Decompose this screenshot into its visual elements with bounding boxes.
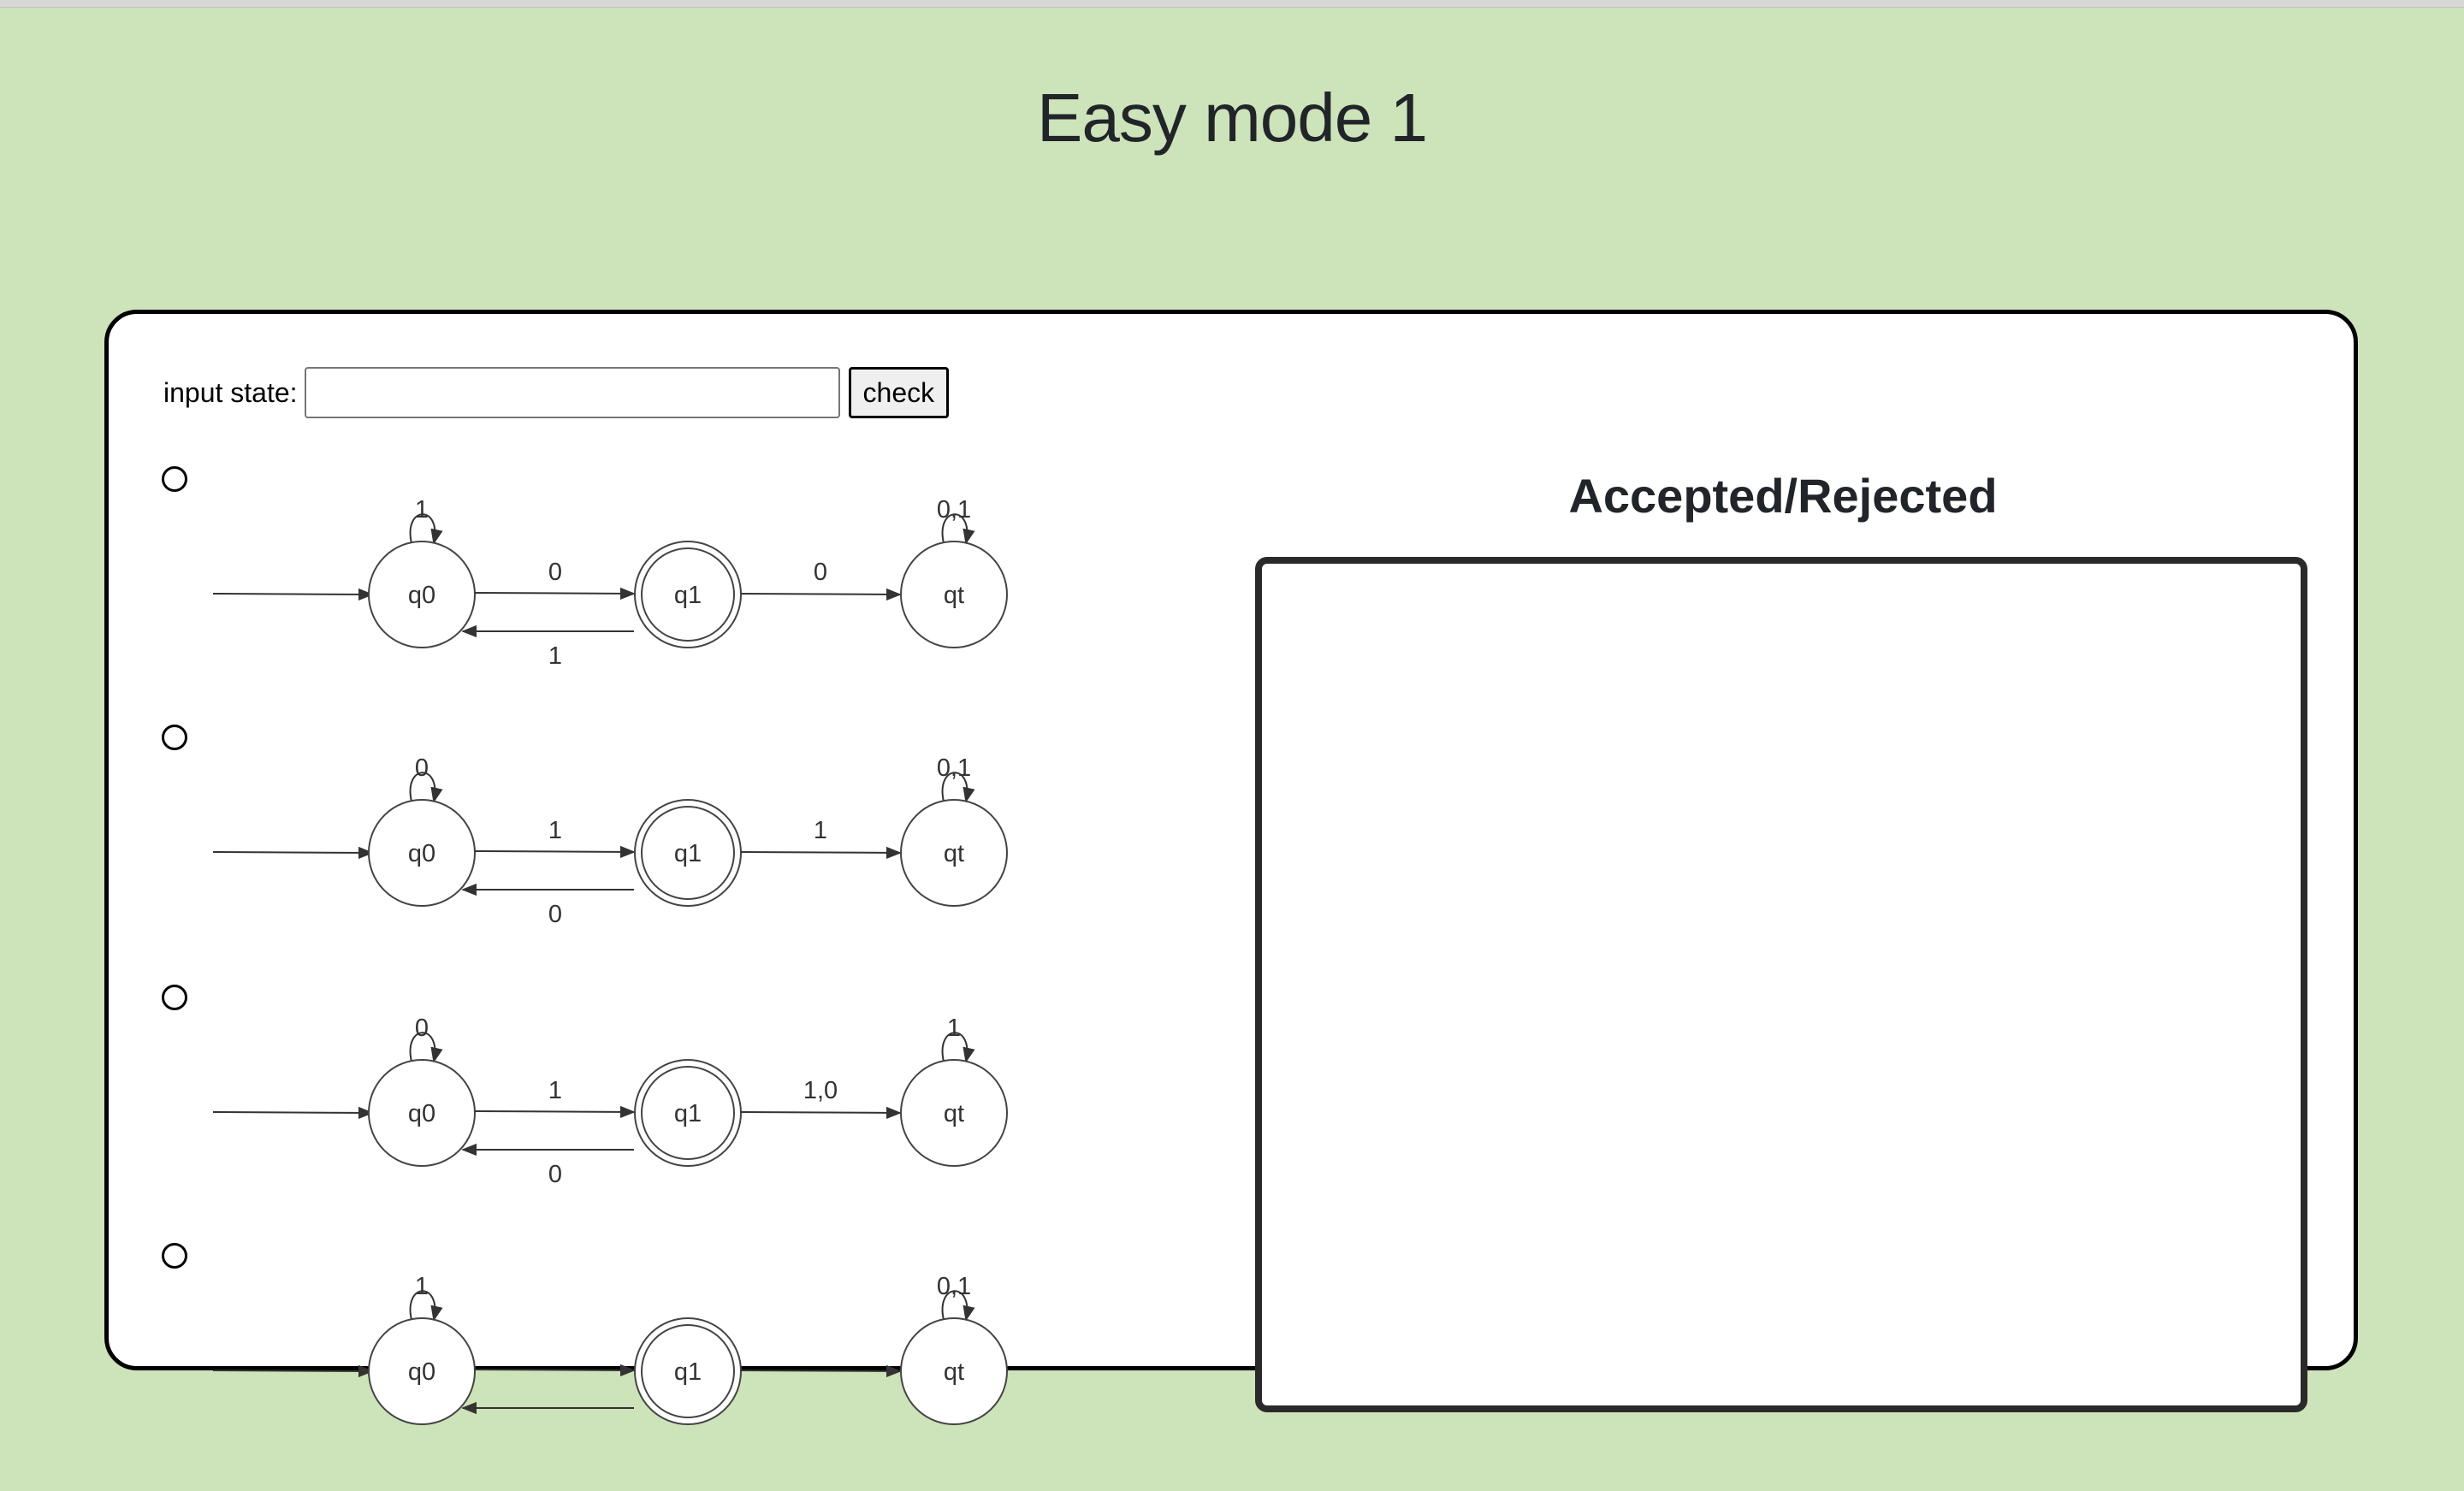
result-display-box <box>1255 557 2307 1412</box>
edge-q0-q1 <box>474 587 636 601</box>
state-q1-label: q1 <box>674 582 702 609</box>
q0-loop-label: 1 <box>415 1273 429 1300</box>
dfa-diagram: 0 q0 1 0 q1 1 0,1 qt <box>213 754 1008 928</box>
state-q1-label: q1 <box>674 1100 702 1127</box>
dfa-option-radio-2[interactable] <box>162 725 187 750</box>
edge-q1-qt-label: 0 <box>814 559 827 586</box>
state-q0 <box>368 541 476 648</box>
state-q1-label: q1 <box>674 840 702 867</box>
qt-loop-label: 1 <box>947 1015 961 1042</box>
q0-self-loop <box>409 772 443 803</box>
dfa-option-radio-1[interactable] <box>162 466 187 492</box>
start-arrow <box>213 1106 374 1120</box>
q0-self-loop <box>409 1032 443 1063</box>
main-card: input state: check 1 q0 0 1 <box>104 310 2358 1425</box>
edge-q0-q1-label: 1 <box>548 817 562 844</box>
state-q0-label: q0 <box>408 1100 435 1127</box>
state-q0-label: q0 <box>408 1358 435 1386</box>
qt-loop-label: 0,1 <box>937 1273 971 1300</box>
start-arrow <box>213 588 374 601</box>
state-qt <box>900 1059 1008 1167</box>
state-qt-label: qt <box>944 582 964 609</box>
qt-self-loop <box>941 772 975 803</box>
dfa-option-3: 0 q0 1 0 q1 1,0 1 qt <box>162 985 1120 1233</box>
state-qt-label: qt <box>944 1358 964 1386</box>
edge-q1-qt <box>740 588 902 601</box>
start-arrow <box>213 1364 374 1378</box>
q0-loop-label: 0 <box>415 1015 429 1042</box>
input-state-label: input state: <box>163 376 298 408</box>
edge-q1-qt-label: 1,0 <box>803 1077 838 1104</box>
dfa-diagram: 1 q0 0 1 q1 0 0,1 qt <box>213 496 1008 670</box>
state-q0 <box>368 1059 476 1167</box>
dfa-option-2: 0 q0 1 0 q1 1 0,1 qt <box>162 725 1120 973</box>
result-title: Accepted/Rejected <box>1568 469 1998 523</box>
state-q1-inner <box>641 1066 735 1160</box>
browser-top-edge <box>0 0 2464 8</box>
state-q0 <box>368 799 476 907</box>
edge-q0-q1-label: 1 <box>548 1077 562 1104</box>
dfa-option-radio-3[interactable] <box>162 985 187 1010</box>
dfa-option-1: 1 q0 0 1 q1 0 0,1 qt <box>162 466 1120 714</box>
state-q1-inner <box>641 547 735 642</box>
state-q0-label: q0 <box>408 582 435 609</box>
edge-q0-q1 <box>474 1105 636 1119</box>
edge-q1-q0-label: 0 <box>548 901 562 928</box>
state-q1-inner <box>641 806 735 900</box>
state-qt-label: qt <box>944 1100 964 1127</box>
state-q1-label: q1 <box>674 1358 702 1386</box>
edge-q0-q1 <box>474 845 636 859</box>
state-qt <box>900 799 1008 907</box>
qt-loop-label: 0,1 <box>937 754 971 782</box>
q0-loop-label: 0 <box>415 754 429 782</box>
check-button[interactable]: check <box>848 367 950 418</box>
q0-loop-label: 1 <box>415 496 429 524</box>
state-q0-label: q0 <box>408 840 435 867</box>
qt-loop-label: 0,1 <box>937 496 971 524</box>
edge-q1-qt <box>740 846 902 860</box>
edge-q1-q0-label: 1 <box>548 642 562 670</box>
input-state-field[interactable] <box>304 367 840 418</box>
qt-self-loop <box>941 1032 975 1063</box>
dfa-diagram: 1 q0 q1 0,1 qt <box>213 1273 1008 1425</box>
q0-self-loop <box>409 1290 443 1322</box>
dfa-option-radio-4[interactable] <box>162 1243 187 1269</box>
qt-self-loop <box>941 1290 975 1322</box>
input-row: input state: check <box>163 367 950 418</box>
dfa-diagram: 0 q0 1 0 q1 1,0 1 qt <box>213 1015 1008 1188</box>
edge-q1-q0-label: 0 <box>548 1161 562 1188</box>
q0-self-loop <box>409 513 443 545</box>
state-qt <box>900 541 1008 648</box>
state-qt-label: qt <box>944 840 964 867</box>
dfa-option-4: 1 q0 q1 0,1 qt <box>162 1243 1120 1491</box>
edge-q0-q1-label: 0 <box>548 559 562 586</box>
page-title: Easy mode 1 <box>1037 80 1428 156</box>
qt-self-loop <box>941 513 975 545</box>
edge-q1-qt-label: 1 <box>814 817 827 844</box>
edge-q1-qt <box>740 1106 902 1120</box>
start-arrow <box>213 846 374 860</box>
edge-q1-qt <box>740 1364 902 1378</box>
